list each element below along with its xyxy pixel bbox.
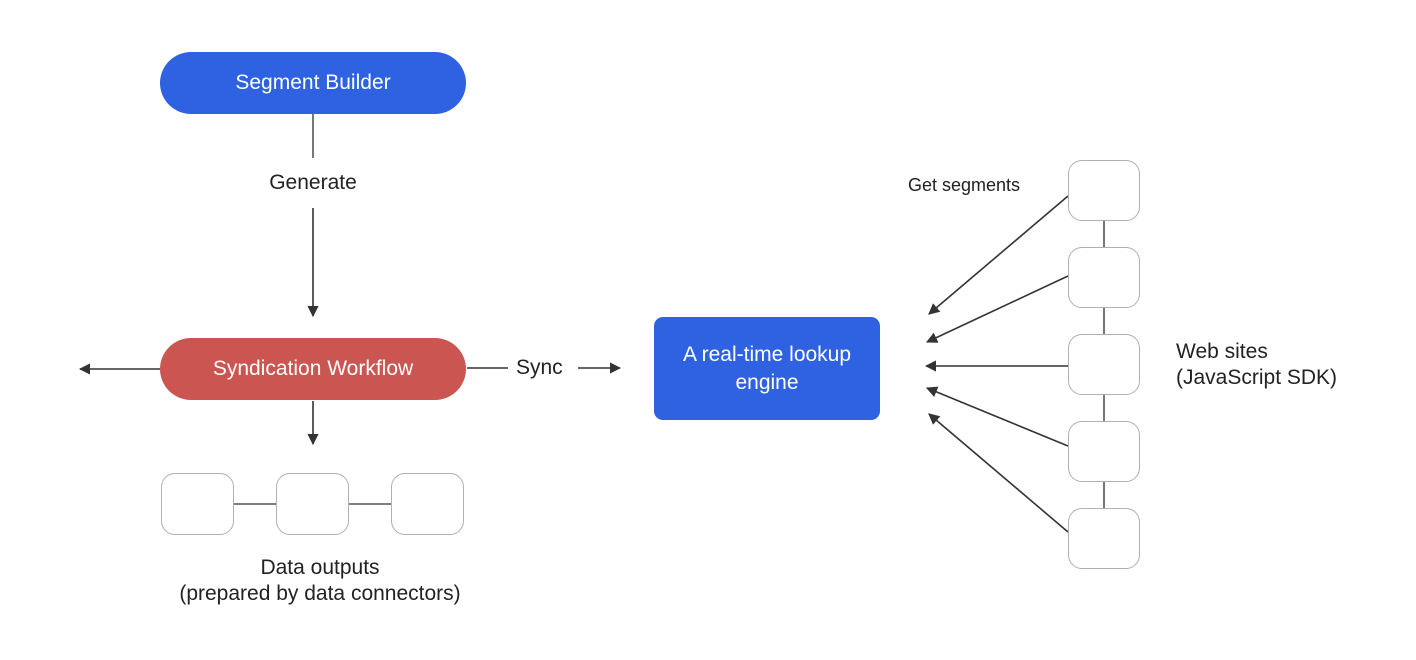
get-segments-arrow-1: [928, 195, 1069, 315]
lookup-engine-label-line2: engine: [735, 370, 799, 394]
syndication-workflow-label: Syndication Workflow: [212, 357, 414, 380]
data-output-box: [391, 473, 464, 535]
segment-builder-node: Segment Builder: [160, 52, 466, 114]
web-site-box: [1068, 421, 1140, 482]
web-sites-title: Web sites: [1176, 340, 1268, 363]
data-outputs-title: Data outputs: [260, 556, 380, 579]
web-site-box: [1068, 334, 1140, 395]
get-segments-arrow-5: [928, 413, 1069, 533]
web-sites-subtitle: (JavaScript SDK): [1176, 366, 1338, 389]
web-site-box: [1068, 247, 1140, 308]
get-segments-arrow-2: [925, 275, 1069, 343]
web-sites-caption: Web sites (JavaScript SDK): [1176, 339, 1337, 391]
data-outputs-caption: Data outputs (prepared by data connector…: [140, 555, 500, 607]
get-segments-arrow-4: [925, 386, 1069, 447]
sync-label: Sync: [516, 356, 563, 379]
web-site-box: [1068, 508, 1140, 569]
segment-builder-label: Segment Builder: [235, 71, 391, 94]
data-outputs-subtitle: (prepared by data connectors): [179, 582, 461, 605]
generate-label: Generate: [269, 171, 357, 194]
web-site-box: [1068, 160, 1140, 221]
lookup-engine-label-line1: A real-time lookup: [682, 342, 852, 366]
data-output-box: [161, 473, 234, 535]
get-segments-label: Get segments: [908, 175, 1021, 195]
data-output-box: [276, 473, 349, 535]
lookup-engine-node: A real-time lookup engine: [654, 317, 880, 420]
syndication-workflow-node: Syndication Workflow: [160, 338, 466, 400]
